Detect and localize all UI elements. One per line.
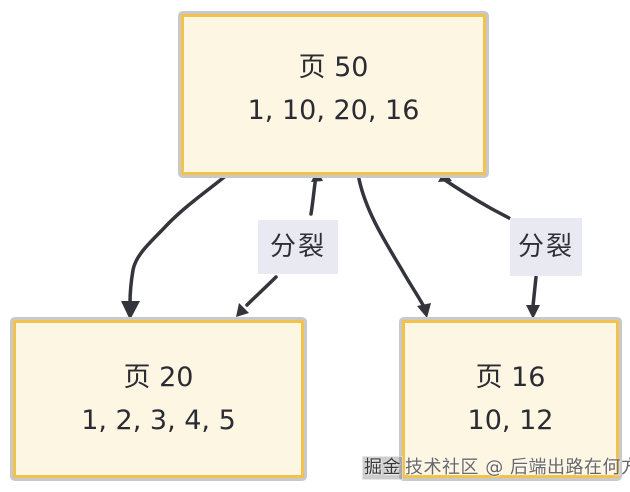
page-node-right-child-values: 10, 12 bbox=[467, 404, 554, 436]
page-node-left-child-title: 页 20 bbox=[123, 361, 194, 393]
arrow-left-split-label-to-left-child bbox=[236, 275, 278, 317]
page-node-right-child-title: 页 16 bbox=[475, 361, 546, 393]
split-edge-label-right: 分裂 bbox=[510, 218, 582, 276]
split-edge-label-left: 分裂 bbox=[258, 220, 338, 274]
watermark-text: 技术社区 @ 后端出路在何方 bbox=[405, 457, 630, 478]
page-node-root: 页 50 1, 10, 20, 16 bbox=[181, 14, 486, 175]
arrow-root-to-right-child-inner bbox=[357, 177, 431, 318]
arrow-root-to-left-split-label bbox=[309, 170, 323, 216]
arrow-right-split-label-to-right-child bbox=[526, 275, 540, 319]
watermark-logo-text: 掘金 bbox=[362, 456, 403, 480]
arrow-root-to-right-split-label bbox=[438, 170, 511, 220]
page-node-root-title: 页 50 bbox=[298, 52, 369, 84]
page-node-right-child: 页 16 10, 12 bbox=[402, 320, 619, 478]
watermark: 掘金技术社区 @ 后端出路在何方 bbox=[362, 456, 630, 480]
page-node-left-child: 页 20 1, 2, 3, 4, 5 bbox=[13, 320, 304, 478]
page-node-left-child-values: 1, 2, 3, 4, 5 bbox=[81, 404, 236, 436]
arrow-root-to-left-child-outer bbox=[121, 169, 234, 320]
page-node-root-values: 1, 10, 20, 16 bbox=[247, 95, 420, 126]
